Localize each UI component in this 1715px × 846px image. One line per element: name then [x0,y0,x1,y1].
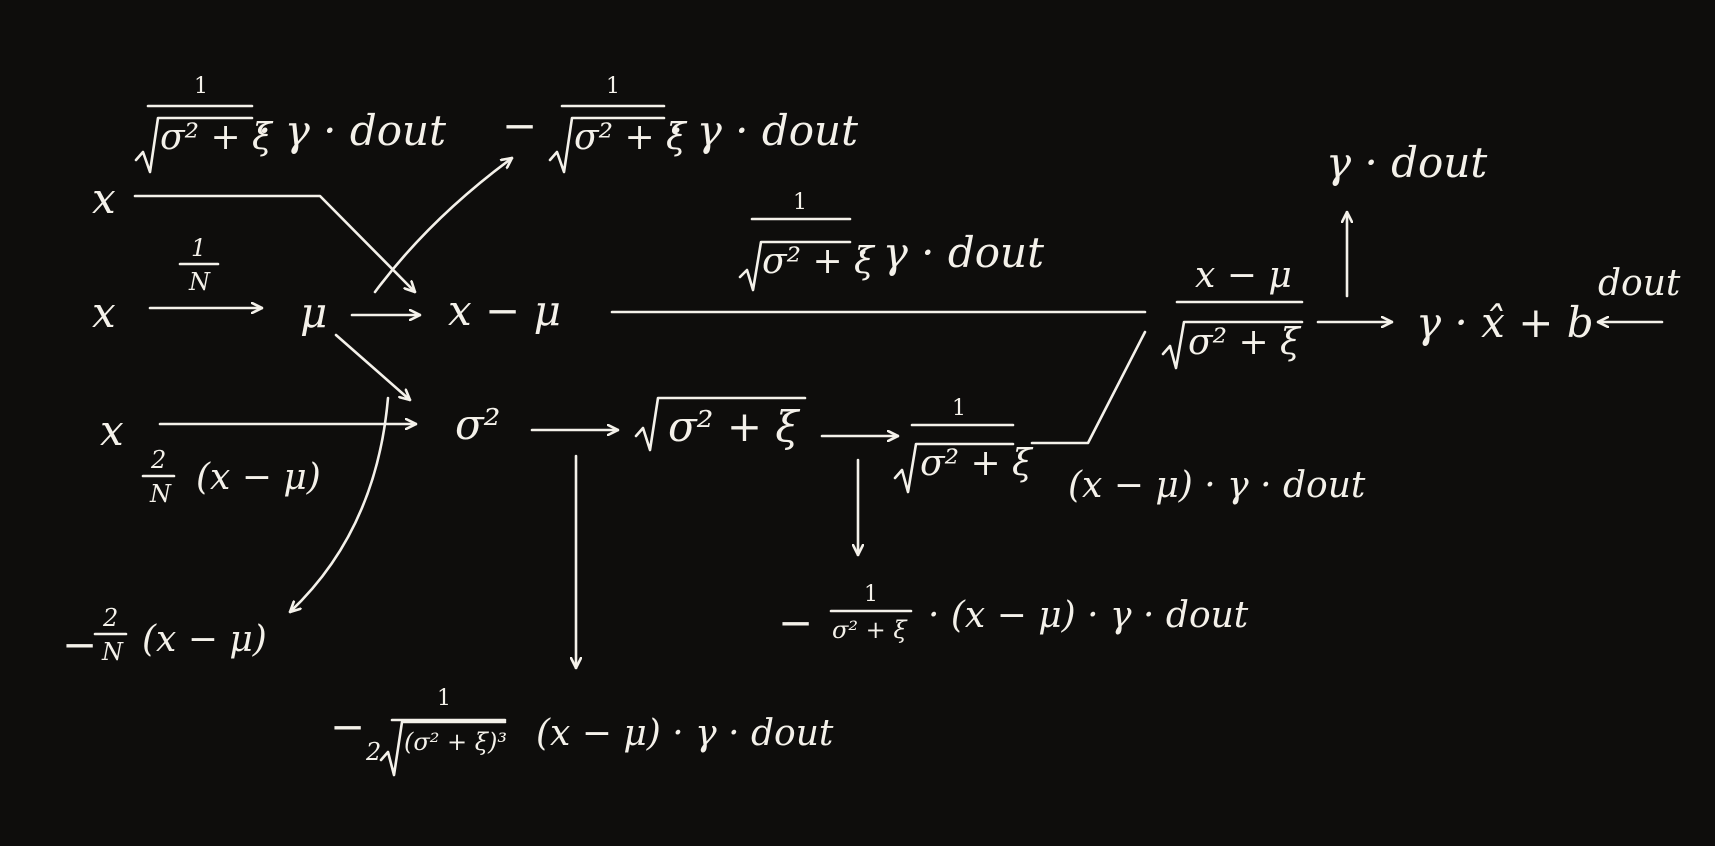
two-over-n-num: 2 [151,446,167,474]
radical-g-xmu-mid [738,240,852,292]
g-mu-var-prefix: − [62,620,98,669]
two-over-n-den: N [150,480,171,508]
g-sqrt-num: 1 [864,582,878,607]
g-inv-sqrt: (x − μ) · γ · dout [1068,465,1366,506]
g-var-rest: (x − μ) · γ · dout [536,713,834,754]
node-inv-sqrt-label: σ² + ξ [920,443,1032,484]
g-gamma: γ · dout [1326,138,1488,187]
inv-sqrt-num: 1 [952,396,966,421]
g-x-top-den: σ² + ξ [160,117,272,158]
incoming-dout: dout [1598,263,1681,304]
node-x-bottom: x [100,406,124,455]
g-mu-var-den: N [102,638,123,666]
g-var-den-coef: 2 [366,738,382,766]
node-mu: μ [300,288,328,337]
g-xmu-mid-den: σ² + ξ [762,241,874,282]
radical-inv-sqrt [893,442,1015,494]
radical-sqrt-node [634,396,807,452]
edge-mu-to-var [334,333,410,400]
xhat-numerator: x − μ [1195,255,1292,296]
g-mu-neg-rest: · γ · dout [670,106,858,155]
node-x-minus-mu: x − μ [448,286,561,335]
g-mu-neg-den: σ² + ξ [574,117,686,158]
edge-var-to-grad-mu [290,396,390,612]
node-variance: σ² [455,400,501,449]
radical-g-x-top [134,116,254,174]
edge-inv-to-xhat [1030,330,1147,445]
radical-g-mu-neg [548,116,666,174]
g-xmu-mid-num: 1 [793,190,807,215]
node-x-mid: x [92,288,116,337]
g-sqrt-rest: · (x − μ) · γ · dout [928,595,1249,636]
node-sqrt-label: σ² + ξ [668,402,799,451]
g-mu-neg-num: 1 [606,74,620,99]
two-over-n-rest: (x − μ) [196,457,321,498]
one-over-n-num: 1 [191,234,207,262]
g-mu-neg-prefix: − [502,101,538,150]
edge-mu-to-grad-up [373,158,512,294]
xhat-denominator: σ² + ξ [1188,322,1300,363]
radical-xhat-den [1161,320,1304,370]
g-var-den: (σ² + ξ)³ [404,728,507,756]
g-xmu-mid-rest: · γ · dout [856,228,1044,277]
radical-g-var [379,720,507,777]
g-var-prefix: − [330,702,366,751]
one-over-n-den: N [189,268,210,296]
g-x-top-num: 1 [194,74,208,99]
g-sqrt-prefix: − [778,598,814,647]
g-sqrt-den: σ² + ξ [832,616,907,644]
g-mu-var-rest: (x − μ) [142,619,267,660]
node-output: γ · x̂ + b [1416,298,1594,347]
node-x-top: x [92,174,116,223]
edge-x-top-to-xmu [133,194,415,292]
g-var-num: 1 [437,686,451,711]
g-mu-var-num: 2 [103,604,119,632]
g-x-top-rest: · γ · dout [258,106,446,155]
